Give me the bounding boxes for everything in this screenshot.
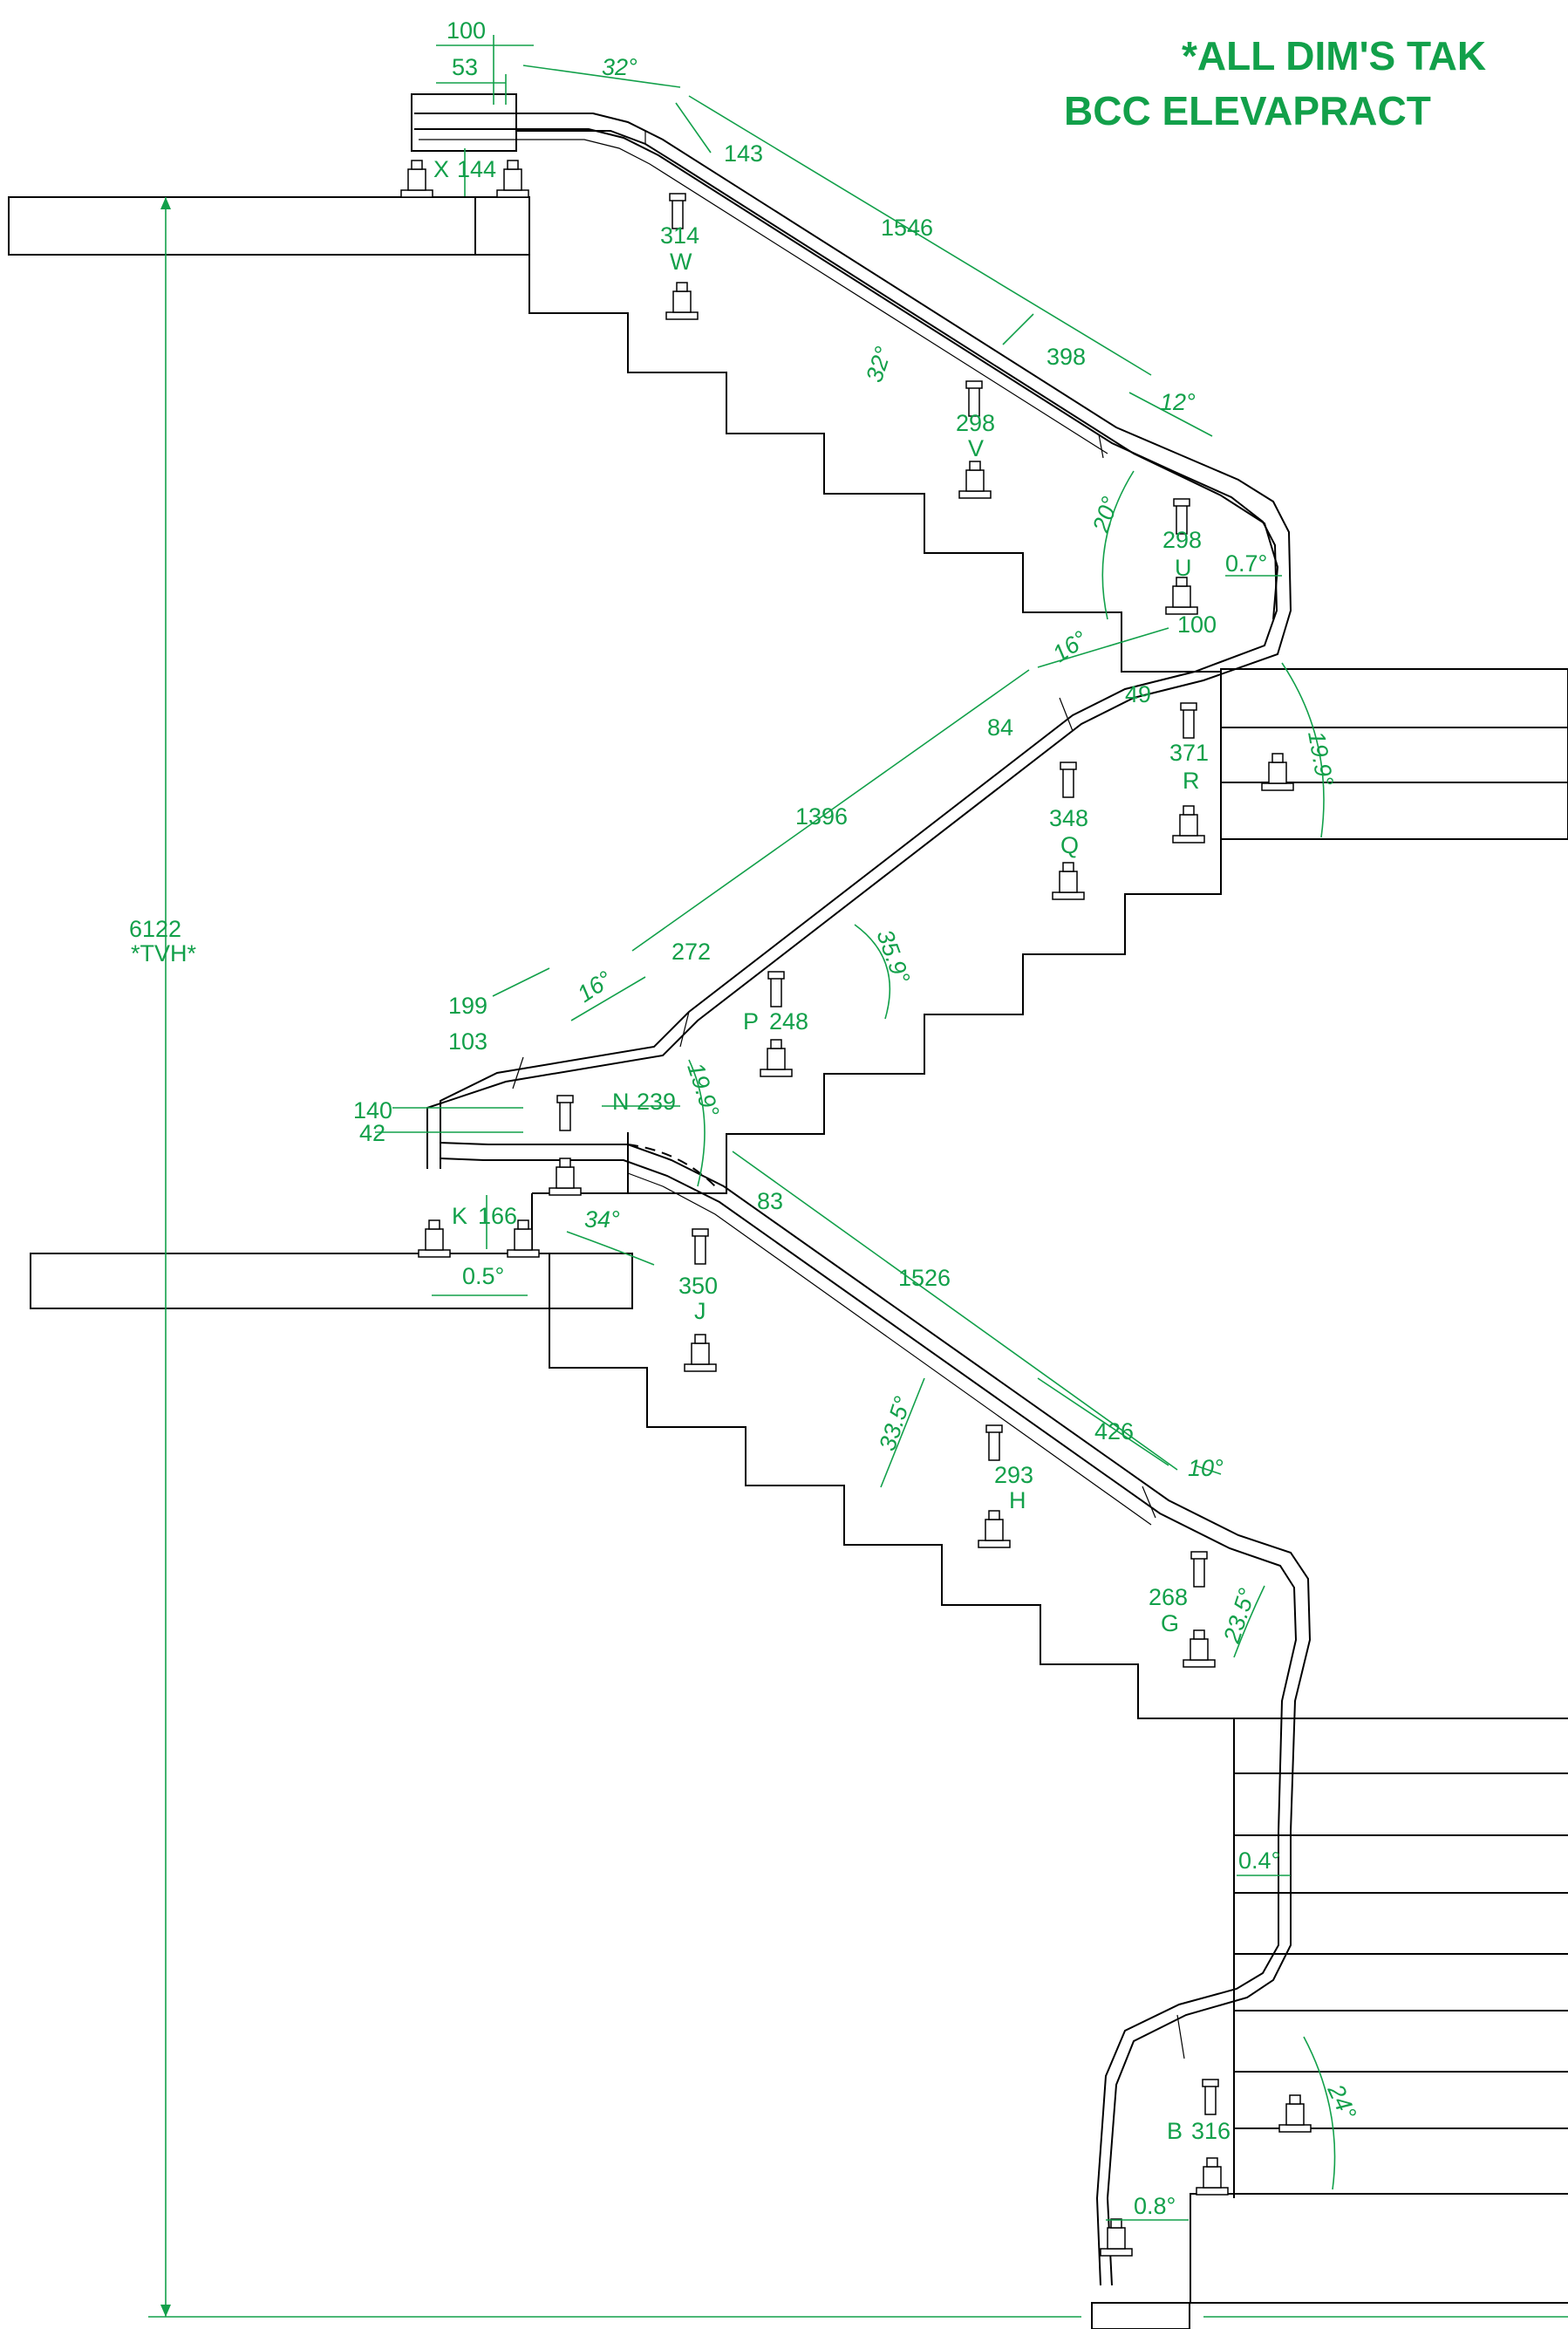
angle-32-stair: 32° <box>861 344 896 386</box>
post-letter-k: K <box>452 1203 467 1229</box>
post-letter-b: B <box>1167 2118 1183 2144</box>
title-line-2: BCC ELEVAPRACT <box>1064 88 1431 133</box>
post-value-r: 371 <box>1169 740 1209 766</box>
title-line-1: *ALL DIM'S TAK <box>1182 33 1486 79</box>
angle-0-7: 0.7° <box>1225 550 1267 577</box>
dim-53: 53 <box>452 54 478 80</box>
angle-0-8: 0.8° <box>1134 2193 1176 2219</box>
post-letter-g: G <box>1161 1610 1179 1636</box>
post-letter-h: H <box>1009 1487 1026 1513</box>
post-value-n: 239 <box>637 1089 676 1115</box>
dim-199: 199 <box>448 993 487 1019</box>
post-value-p: 248 <box>769 1008 808 1035</box>
post-letter-x: X <box>433 156 449 182</box>
handrail <box>411 93 1312 2286</box>
total-height-value: 6122 <box>129 916 181 942</box>
post-letter-w: W <box>670 249 692 275</box>
dim-100-right: 100 <box>1177 611 1217 638</box>
dim-84: 84 <box>987 714 1013 741</box>
dim-398: 398 <box>1046 344 1086 370</box>
angle-32-top: 32° <box>602 54 637 80</box>
angle-33-5: 33.5° <box>874 1393 916 1454</box>
post-labels: X 144 314 W 298 V 298 U 371 R 348 Q P 24… <box>433 156 1231 2144</box>
angle-10: 10° <box>1188 1455 1224 1481</box>
post-value-v: 298 <box>956 410 995 436</box>
angle-34: 34° <box>584 1206 620 1233</box>
dim-49: 49 <box>1125 681 1151 707</box>
angle-16-right: 16° <box>1048 625 1093 667</box>
post-value-g: 268 <box>1149 1584 1188 1610</box>
post-value-q: 348 <box>1049 805 1088 831</box>
dim-103: 103 <box>448 1028 487 1055</box>
dim-83: 83 <box>757 1188 783 1214</box>
angle-16-left: 16° <box>573 966 617 1007</box>
dimensions <box>148 35 1568 2318</box>
post-value-b: 316 <box>1191 2118 1231 2144</box>
post-letter-r: R <box>1183 768 1200 794</box>
post-value-x: 144 <box>457 156 496 182</box>
angle-35-9: 35.9° <box>871 926 915 987</box>
angle-0-5: 0.5° <box>462 1263 504 1289</box>
dim-42: 42 <box>359 1120 385 1146</box>
post-letter-j: J <box>694 1298 706 1324</box>
post-letter-n: N <box>612 1089 630 1115</box>
post-value-h: 293 <box>994 1462 1033 1488</box>
dim-140: 140 <box>353 1097 392 1124</box>
dim-272: 272 <box>672 939 711 965</box>
support-posts <box>400 160 1312 2257</box>
post-letter-p: P <box>743 1008 759 1035</box>
dim-426: 426 <box>1094 1418 1134 1445</box>
angle-12: 12° <box>1160 389 1196 415</box>
post-value-k: 166 <box>478 1203 517 1229</box>
angle-23-5: 23.5° <box>1218 1585 1260 1647</box>
dim-1546: 1546 <box>881 215 933 241</box>
dim-143: 143 <box>724 140 763 167</box>
structure <box>8 196 1568 2329</box>
angle-24: 24° <box>1322 2080 1361 2124</box>
total-height-label: *TVH* <box>131 940 197 966</box>
post-letter-u: U <box>1175 555 1192 581</box>
post-value-j: 350 <box>678 1273 718 1299</box>
post-letter-v: V <box>968 435 984 461</box>
post-value-w: 314 <box>660 222 699 249</box>
dimension-labels: 6122 *TVH* 100 53 32° 143 1546 398 12° 3… <box>129 17 1361 2219</box>
post-letter-q: Q <box>1060 832 1079 858</box>
angle-19-9-left: 19.9° <box>682 1060 724 1121</box>
dim-1396: 1396 <box>795 803 848 830</box>
post-value-u: 298 <box>1162 527 1202 553</box>
angle-0-4: 0.4° <box>1238 1847 1280 1874</box>
dim-1526: 1526 <box>898 1265 951 1291</box>
dim-100-top: 100 <box>447 17 486 44</box>
angle-19-9-right: 19.9° <box>1303 729 1339 789</box>
